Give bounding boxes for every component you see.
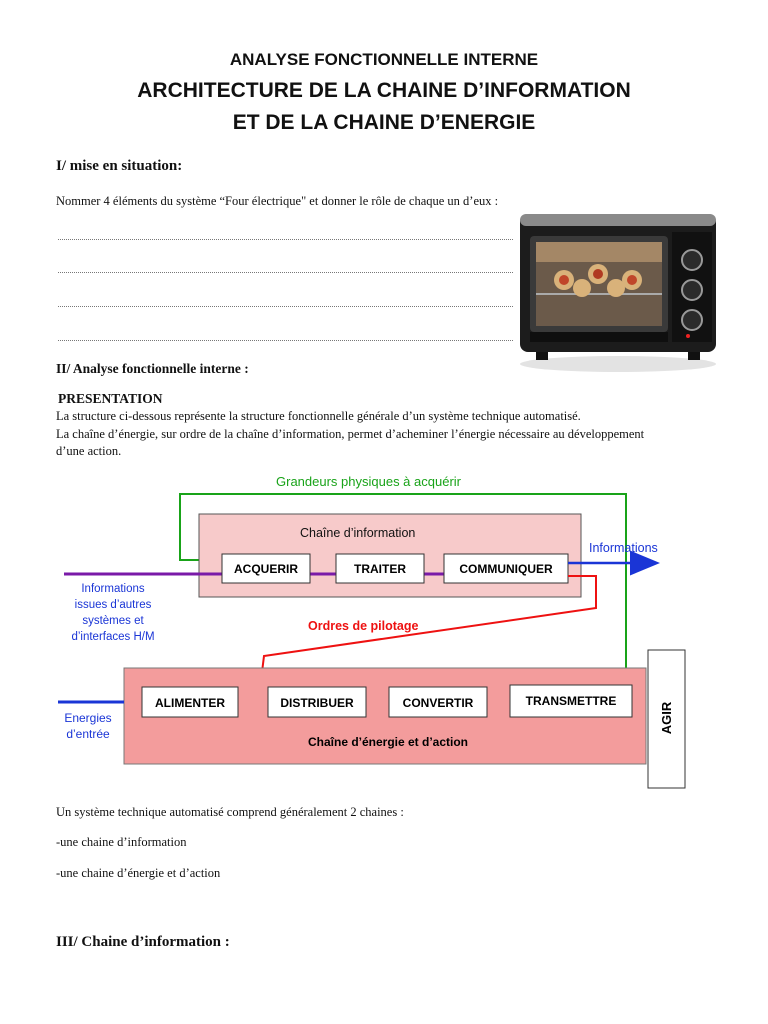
title-line-3: ET DE LA CHAINE D’ENERGIE bbox=[0, 111, 768, 135]
informations-in-line-2: issues d’autres bbox=[75, 599, 152, 611]
functional-diagram: Grandeurs physiques à acquérir Chaîne d’… bbox=[0, 470, 768, 800]
oven-image bbox=[516, 208, 721, 374]
presentation-para-1: La structure ci-dessous représente la st… bbox=[56, 409, 581, 424]
presentation-para-2a: La chaîne d’énergie, sur ordre de la cha… bbox=[56, 427, 644, 442]
acquerir-label: ACQUERIR bbox=[234, 562, 298, 576]
summary-item-2: -une chaine d’énergie et d’action bbox=[56, 866, 220, 881]
section1-heading: I/ mise en situation: bbox=[56, 158, 182, 175]
energy-chain-title: Chaîne d’énergie et d’action bbox=[308, 735, 468, 749]
informations-in-line-3: systèmes et bbox=[82, 615, 144, 627]
info-chain-title: Chaîne d’information bbox=[300, 526, 415, 540]
title-line-1: ANALYSE FONCTIONNELLE INTERNE bbox=[0, 50, 768, 70]
transmettre-label: TRANSMETTRE bbox=[526, 694, 617, 708]
energies-in-line-2: d’entrée bbox=[66, 727, 110, 741]
answer-line-1 bbox=[58, 238, 513, 240]
grandeurs-label: Grandeurs physiques à acquérir bbox=[276, 474, 462, 489]
section3-heading: III/ Chaine d’information : bbox=[56, 934, 230, 951]
energies-in-line-1: Energies bbox=[64, 711, 111, 725]
agir-label: AGIR bbox=[659, 701, 674, 734]
informations-in-line-4: d’interfaces H/M bbox=[71, 631, 154, 643]
alimenter-label: ALIMENTER bbox=[155, 696, 225, 710]
traiter-label: TRAITER bbox=[354, 562, 406, 576]
title-line-2: ARCHITECTURE DE LA CHAINE D’INFORMATION bbox=[0, 79, 768, 103]
section1-question: Nommer 4 éléments du système “Four élect… bbox=[56, 194, 498, 209]
summary-intro: Un système technique automatisé comprend… bbox=[56, 805, 404, 820]
answer-line-4 bbox=[58, 339, 513, 341]
section2-heading: II/ Analyse fonctionnelle interne : bbox=[56, 361, 249, 377]
presentation-para-2b: d’une action. bbox=[56, 444, 121, 459]
communiquer-label: COMMUNIQUER bbox=[459, 562, 553, 576]
presentation-heading: PRESENTATION bbox=[58, 391, 163, 407]
distribuer-label: DISTRIBUER bbox=[280, 696, 354, 710]
answer-line-3 bbox=[58, 305, 513, 307]
informations-in-line-1: Informations bbox=[81, 583, 145, 595]
informations-out-label: Informations bbox=[589, 541, 658, 555]
answer-line-2 bbox=[58, 271, 513, 273]
ordres-label: Ordres de pilotage bbox=[308, 619, 418, 633]
summary-item-1: -une chaine d’information bbox=[56, 835, 187, 850]
convertir-label: CONVERTIR bbox=[403, 696, 474, 710]
